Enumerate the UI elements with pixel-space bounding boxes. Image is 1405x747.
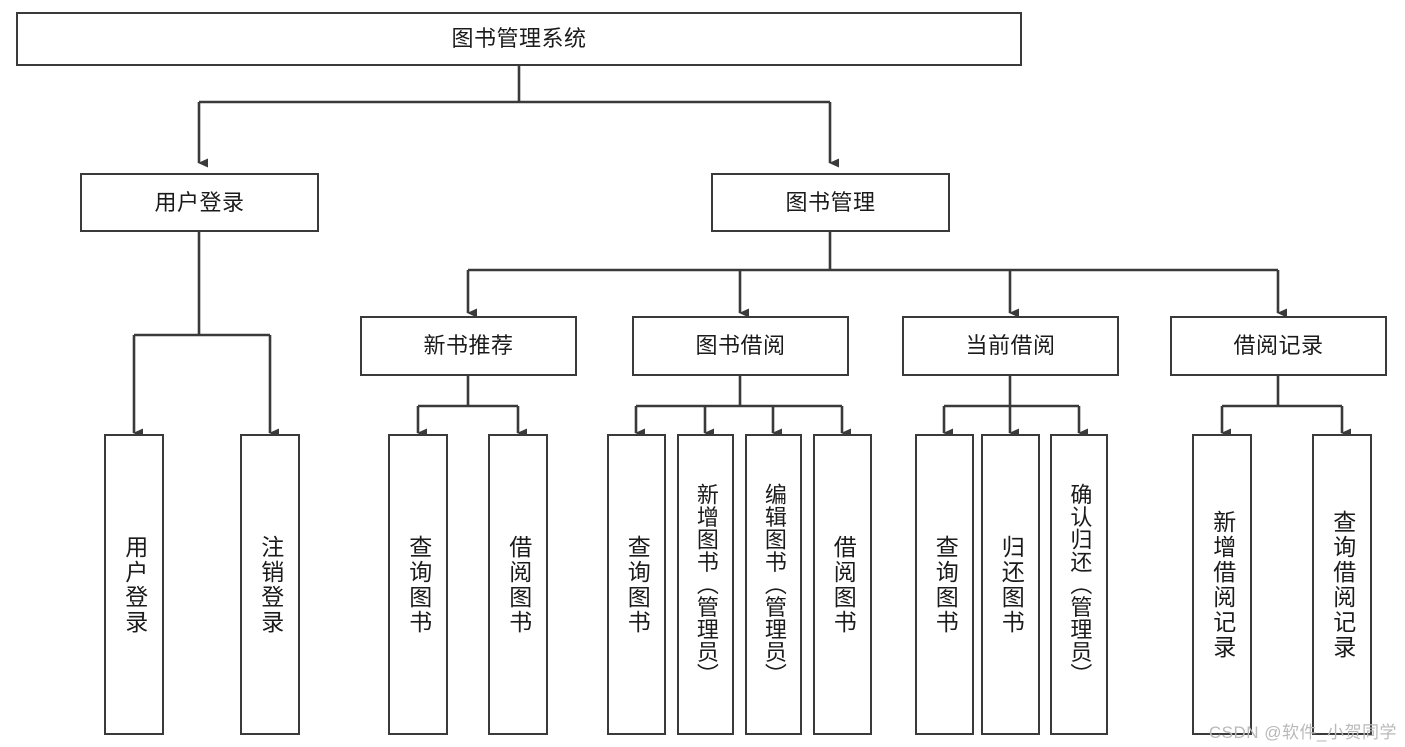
node-new-book-recommend-label: 新书推荐 <box>423 333 514 359</box>
leaf-new-book-borrow[interactable]: 借阅图书 <box>488 434 548 735</box>
leaf-borrow-edit-book-label: 编辑图书（管理员） <box>761 483 787 686</box>
leaf-borrow-edit-book[interactable]: 编辑图书（管理员） <box>745 434 802 735</box>
leaf-record-add[interactable]: 新增借阅记录 <box>1192 434 1252 735</box>
node-book-manage[interactable]: 图书管理 <box>711 173 950 232</box>
node-book-manage-label: 图书管理 <box>785 189 876 215</box>
leaf-new-book-query[interactable]: 查询图书 <box>388 434 448 735</box>
leaf-new-book-query-label: 查询图书 <box>405 534 432 635</box>
node-user-login[interactable]: 用户登录 <box>80 173 319 232</box>
leaf-current-query-book[interactable]: 查询图书 <box>915 434 974 735</box>
node-book-borrow[interactable]: 图书借阅 <box>632 316 849 376</box>
leaf-user-login-logout[interactable]: 注销登录 <box>240 434 300 735</box>
leaf-current-return-book[interactable]: 归还图书 <box>981 434 1040 735</box>
leaf-new-book-borrow-label: 借阅图书 <box>505 534 532 635</box>
node-book-borrow-label: 图书借阅 <box>695 333 786 359</box>
leaf-borrow-borrow-book-label: 借阅图书 <box>830 534 857 635</box>
leaf-record-query-label: 查询借阅记录 <box>1329 509 1356 660</box>
node-current-borrow-label: 当前借阅 <box>965 333 1056 359</box>
leaf-current-query-book-label: 查询图书 <box>932 534 959 635</box>
node-root[interactable]: 图书管理系统 <box>16 12 1022 66</box>
leaf-borrow-add-book-label: 新增图书（管理员） <box>693 483 719 686</box>
leaf-user-login-login[interactable]: 用户登录 <box>104 434 164 735</box>
leaf-user-login-login-label: 用户登录 <box>121 534 148 635</box>
leaf-current-confirm-return-label: 确认归还（管理员） <box>1067 483 1093 686</box>
leaf-current-confirm-return[interactable]: 确认归还（管理员） <box>1050 434 1108 735</box>
leaf-borrow-query-book-label: 查询图书 <box>624 534 651 635</box>
leaf-borrow-borrow-book[interactable]: 借阅图书 <box>813 434 872 735</box>
leaf-record-add-label: 新增借阅记录 <box>1209 509 1236 660</box>
leaf-borrow-query-book[interactable]: 查询图书 <box>607 434 666 735</box>
node-current-borrow[interactable]: 当前借阅 <box>902 316 1119 376</box>
leaf-current-return-book-label: 归还图书 <box>998 534 1025 635</box>
leaf-record-query[interactable]: 查询借阅记录 <box>1312 434 1372 735</box>
leaf-borrow-add-book[interactable]: 新增图书（管理员） <box>677 434 734 735</box>
node-borrow-record-label: 借阅记录 <box>1233 333 1324 359</box>
node-user-login-label: 用户登录 <box>154 189 245 215</box>
watermark-text: CSDN @软件_小贺同学 <box>1208 723 1397 742</box>
node-root-label: 图书管理系统 <box>451 26 587 52</box>
leaf-user-login-logout-label: 注销登录 <box>257 534 284 635</box>
node-borrow-record[interactable]: 借阅记录 <box>1170 316 1387 376</box>
node-new-book-recommend[interactable]: 新书推荐 <box>360 316 577 376</box>
